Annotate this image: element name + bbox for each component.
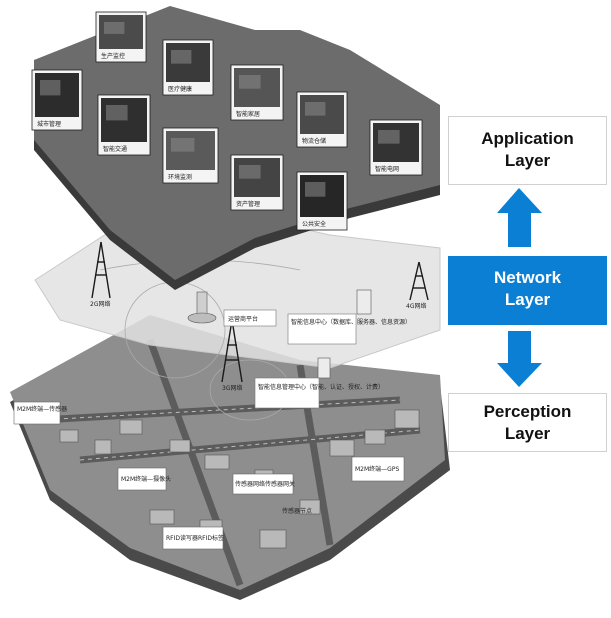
perception-layer-line1: Perception [483,402,572,421]
app-photo-tile: 生产监控 [95,11,147,63]
mgmt-center-label: 智能信息管理中心（智能、认证、授权、计费） [258,383,384,391]
app-photo-tile: 物流仓储 [296,91,348,148]
tower-3g-icon [221,319,243,383]
app-photo-caption: 资产管理 [236,200,260,208]
perception-layer-slab: M2M终端—传感器 M2M终端—摄像头 传感器网络传感器网关 M2M终端—GPS… [10,315,450,600]
rfid-callout: RFID读写器RFID标签 [162,526,224,550]
m2m-right-label: M2M终端—GPS [355,465,399,473]
sensor-node-label: 传感器节点 [282,507,312,515]
tower-2g-icon [91,241,111,299]
network-layer-line1: Network [493,268,562,287]
app-photo-caption: 公共安全 [302,220,326,228]
app-photo-detail [305,102,326,116]
app-photo-caption: 生产监控 [101,52,125,60]
app-photo-caption: 智能电网 [375,165,399,173]
app-photo-detail [40,80,61,96]
sensor-gateway-callout: 传感器网络传感器网关 [232,473,295,495]
app-photo-tile: 智能电网 [369,119,423,176]
perception-layer-label: Perception Layer [448,393,607,452]
app-photo-tile: 环境监测 [162,127,219,184]
app-photo-tile: 城市管理 [31,69,83,131]
service-center-box [287,313,357,345]
app-photo-tile: 智能家居 [230,64,284,121]
network-layer-line2: Layer [504,290,551,309]
app-photo-tile: 智能交通 [97,94,151,156]
sensor-gateway-label: 传感器网络传感器网关 [235,480,295,488]
application-layer-label: Application Layer [448,116,607,185]
mgmt-center-server-icon [317,357,331,379]
arrow-down-icon [497,331,542,387]
platform-label: 运营商平台 [228,315,258,323]
perception-layer-line2: Layer [504,424,551,443]
app-photo-caption: 智能家居 [236,110,260,118]
app-photo-caption: 物流仓储 [302,137,326,145]
mgmt-center-box [254,377,320,409]
app-photo-detail [171,50,192,64]
app-photo-caption: 智能交通 [103,145,127,153]
tower-4g-icon [409,261,429,301]
platform-label-box [223,309,277,327]
platform-server-icon [187,291,217,324]
m2m-mid-callout: M2M终端—摄像头 [117,467,171,491]
tower-4g-label: 4G网络 [406,302,426,310]
app-photo-detail [104,22,125,34]
arrow-up-icon [497,188,542,247]
app-photo-caption: 环境监测 [168,173,192,181]
rfid-label: RFID读写器RFID标签 [166,534,224,542]
application-layer-line1: Application [481,129,574,148]
app-photo-tile: 医疗健康 [162,39,214,96]
m2m-left-callout: M2M终端—传感器 [13,401,67,425]
app-photo-tile: 公共安全 [296,171,348,231]
app-photo-detail [239,165,261,179]
network-layer-label: Network Layer [448,256,607,325]
service-center-label: 智能信息中心（数据库、服务器、信息资源） [291,318,411,326]
application-layer-line2: Layer [504,151,551,170]
tower-2g-label: 2G网络 [90,300,110,308]
app-photo-detail [305,182,326,197]
m2m-left-label: M2M终端—传感器 [17,405,67,413]
app-photo-detail [239,75,261,89]
app-photo-detail [171,138,195,152]
tower-3g-label: 3G网络 [222,384,242,392]
app-photo-detail [378,130,400,144]
app-photo-caption: 医疗健康 [168,85,192,93]
app-photo-tile: 资产管理 [230,154,284,211]
m2m-right-callout: M2M终端—GPS [351,456,405,482]
m2m-mid-label: M2M终端—摄像头 [121,475,171,483]
service-center-server-icon [356,289,372,315]
app-photo-detail [106,105,128,121]
app-photo-caption: 城市管理 [37,120,61,128]
